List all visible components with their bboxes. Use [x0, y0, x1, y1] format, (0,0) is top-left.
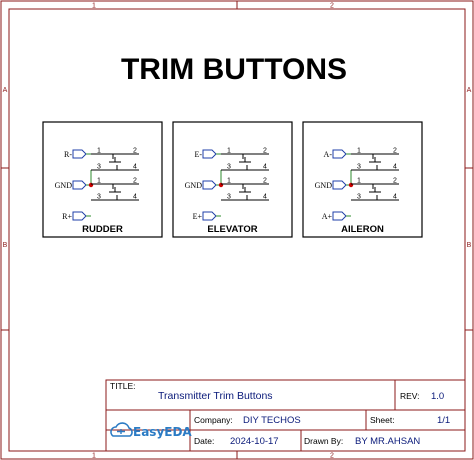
- pin-number: 4: [133, 194, 137, 201]
- junction-dot: [218, 182, 224, 188]
- switch-groups: R- GND R+ RUDDER 1 2 3 4 1 2 3 4 E- GND E+ ELEVATOR 1 2 3 4…: [42, 121, 423, 238]
- pin-number: 1: [357, 148, 361, 155]
- net-port-icon: [72, 180, 87, 190]
- pin-number: 3: [357, 164, 361, 171]
- switch-group-aileron: A- GND A+ AILERON: [302, 121, 423, 238]
- pin-number: 2: [263, 148, 267, 155]
- net-port-icon: [72, 211, 87, 221]
- pin-number: 4: [133, 164, 137, 171]
- ruler-top-1: 1: [92, 3, 96, 10]
- sheet-label: Sheet:: [370, 415, 395, 425]
- net-port-icon: [332, 211, 347, 221]
- page-title: TRIM BUTTONS: [121, 53, 347, 86]
- drawn-by-value: BY MR.AHSAN: [355, 436, 420, 447]
- net-port-icon: [332, 149, 347, 159]
- net-port-icon: [202, 211, 217, 221]
- net-label-gnd: GND: [55, 181, 73, 190]
- switch-group-elevator: E- GND E+ ELEVATOR: [172, 121, 293, 238]
- pin-number: 1: [357, 178, 361, 185]
- date-value: 2024-10-17: [230, 436, 279, 447]
- ruler-right-b: B: [467, 242, 472, 249]
- group-box: [172, 121, 293, 238]
- pin-number: 1: [227, 178, 231, 185]
- pin-number: 2: [133, 148, 137, 155]
- pin-number: 2: [133, 178, 137, 185]
- pin-number: 4: [263, 164, 267, 171]
- net-label-top: R-: [64, 150, 72, 159]
- group-name: ELEVATOR: [207, 224, 257, 235]
- group-box: [42, 121, 163, 238]
- pin-number: 2: [263, 178, 267, 185]
- drawn-by-label: Drawn By:: [304, 436, 343, 446]
- cloud-icon: [110, 422, 133, 437]
- ruler-left-a: A: [3, 87, 8, 94]
- pin-number: 2: [393, 148, 397, 155]
- ruler-bottom-1: 1: [92, 453, 96, 460]
- net-label-top: A-: [324, 150, 333, 159]
- junction-dot: [88, 182, 94, 188]
- pin-number: 1: [97, 148, 101, 155]
- pin-number: 3: [357, 194, 361, 201]
- net-port-icon: [332, 180, 347, 190]
- net-label-bottom: E+: [193, 212, 203, 221]
- title-block: [105, 379, 466, 452]
- rev-label: REV:: [400, 391, 420, 401]
- company-value: DIY TECHOS: [243, 415, 301, 426]
- ruler-left-b: B: [3, 242, 8, 249]
- pin-number: 3: [227, 164, 231, 171]
- net-label-gnd: GND: [315, 181, 333, 190]
- company-label: Company:: [194, 415, 233, 425]
- net-label-bottom: R+: [62, 212, 72, 221]
- net-port-icon: [72, 149, 87, 159]
- pin-number: 1: [227, 148, 231, 155]
- net-label-gnd: GND: [185, 181, 203, 190]
- ruler-right-a: A: [467, 87, 472, 94]
- sheet-value: 1/1: [437, 415, 450, 426]
- pin-number: 4: [393, 164, 397, 171]
- pin-number: 3: [97, 164, 101, 171]
- net-label-bottom: A+: [322, 212, 333, 221]
- group-box: [302, 121, 423, 238]
- junction-dot: [348, 182, 354, 188]
- rev-value: 1.0: [431, 391, 444, 402]
- ruler-top-2: 2: [330, 3, 334, 10]
- title-label: TITLE:: [110, 381, 136, 391]
- net-port-icon: [202, 180, 217, 190]
- easyeda-logo: EasyEDA: [110, 422, 192, 439]
- title-value: Transmitter Trim Buttons: [158, 390, 273, 402]
- pin-number: 4: [393, 194, 397, 201]
- pin-number: 2: [393, 178, 397, 185]
- ruler-bottom-2: 2: [330, 453, 334, 460]
- pin-number: 3: [227, 194, 231, 201]
- pin-number: 1: [97, 178, 101, 185]
- net-port-icon: [202, 149, 217, 159]
- group-name: RUDDER: [82, 224, 123, 235]
- logo-text: EasyEDA: [133, 425, 192, 439]
- date-label: Date:: [194, 436, 214, 446]
- group-name: AILERON: [341, 224, 384, 235]
- pin-number: 3: [97, 194, 101, 201]
- net-label-top: E-: [194, 150, 202, 159]
- switch-group-rudder: R- GND R+ RUDDER: [42, 121, 163, 238]
- pin-number: 4: [263, 194, 267, 201]
